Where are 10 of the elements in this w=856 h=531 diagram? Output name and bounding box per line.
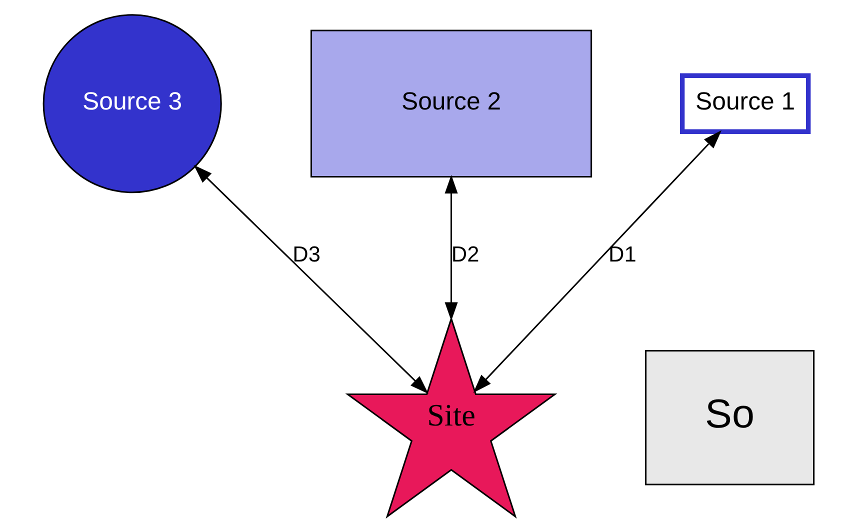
node-box: Source 1 (679, 73, 810, 134)
arrow (444, 174, 458, 321)
arrow (472, 130, 722, 393)
arrow (193, 165, 428, 394)
node-circle: Source 3 (42, 14, 222, 194)
edge-label: D3 (292, 242, 320, 267)
node-box: So (644, 350, 814, 486)
edge-label: D1 (608, 242, 636, 267)
edge-label: D2 (450, 242, 479, 267)
node-box: Source 2 (310, 30, 592, 178)
